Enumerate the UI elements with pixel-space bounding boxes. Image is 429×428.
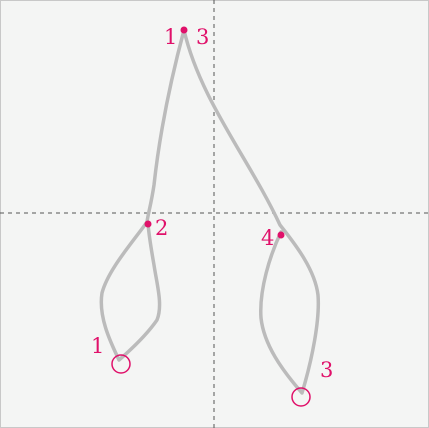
top-start-point — [180, 26, 188, 34]
label-right-point: 4 — [261, 226, 274, 250]
label-top-end: 3 — [196, 25, 209, 49]
left-inflection-point — [144, 220, 152, 228]
right-end-circle — [291, 387, 311, 407]
label-left-point: 2 — [155, 216, 168, 240]
label-top-start: 1 — [164, 25, 177, 49]
label-left-circle: 1 — [91, 334, 104, 358]
left-glyph-stroke — [99, 28, 186, 362]
left-end-circle — [111, 354, 131, 374]
label-right-circle: 3 — [320, 358, 333, 382]
right-inflection-point — [277, 231, 285, 239]
right-glyph-stroke — [182, 28, 321, 395]
